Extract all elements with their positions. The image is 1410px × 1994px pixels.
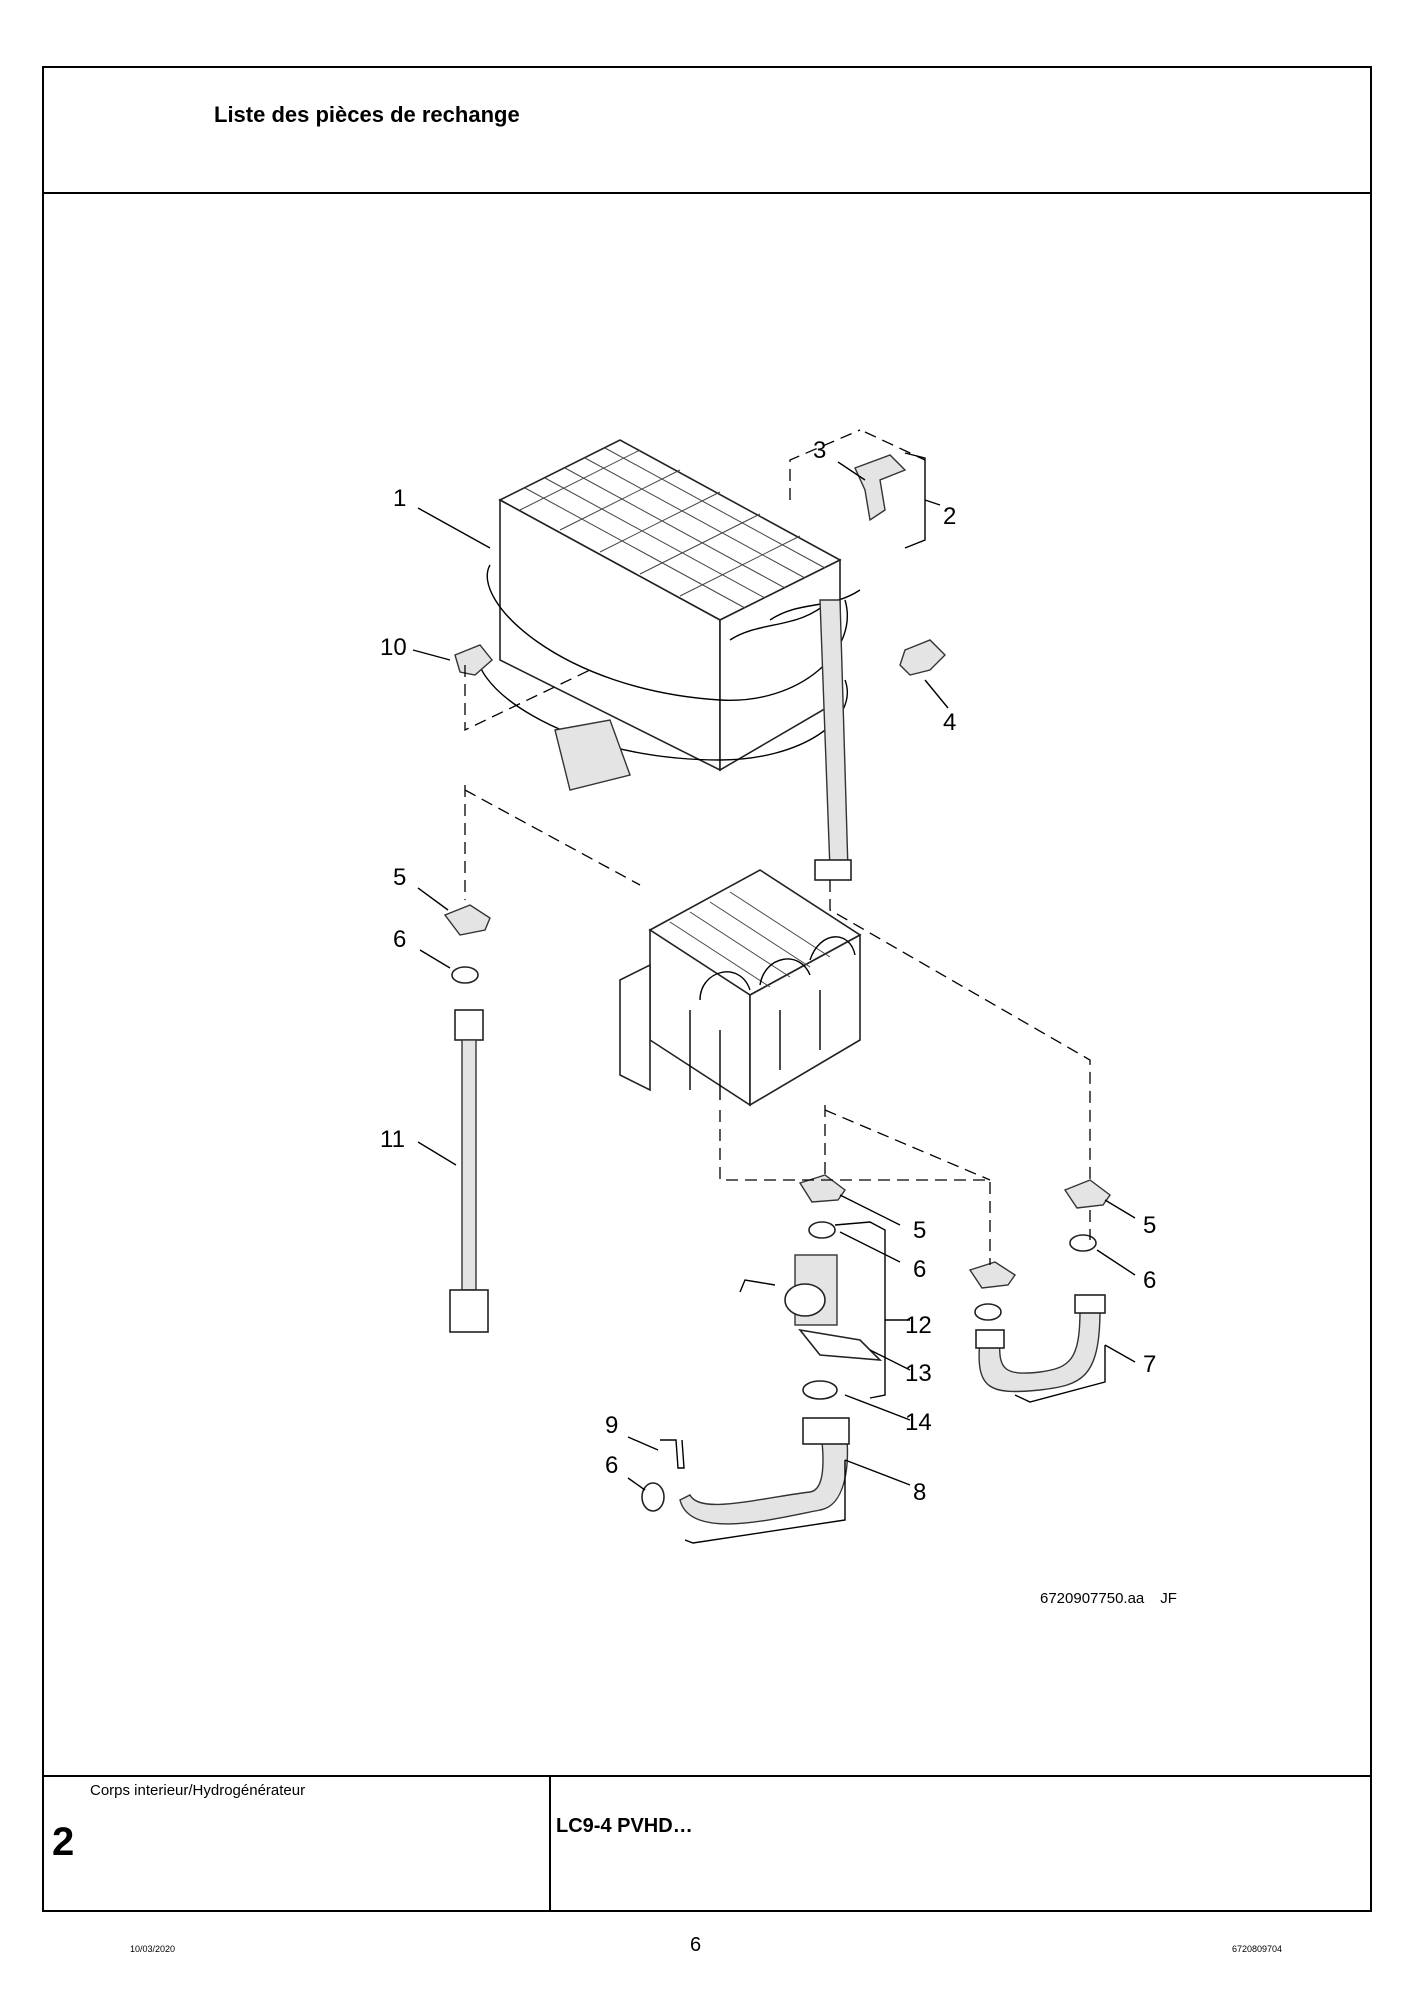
page-frame: Liste des pièces de rechange Corps inter… [42,66,1372,1912]
drawing-reference: 6720907750.aa JF [1040,1590,1177,1607]
temperature-limiter [854,454,907,522]
callout-6-left: 6 [393,926,406,953]
sensor-part-10 [454,644,493,676]
callout-13: 13 [905,1360,932,1387]
o-ring-center [808,1221,836,1239]
footer-doc-code: 6720809704 [1232,1944,1283,1954]
retaining-clip-part-9 [660,1439,685,1469]
callout-3: 3 [813,437,826,464]
callout-12: 12 [905,1312,932,1339]
callout-10: 10 [380,634,407,661]
clip-part-5-middle [968,1261,1016,1289]
clip-part-5-center [798,1174,846,1203]
footer-column-divider [549,1775,551,1911]
callout-labels: 1 2 3 4 5 5 5 6 6 6 6 7 8 9 10 11 12 13 … [380,437,1156,1506]
hydrogenerator-valve [739,1254,883,1361]
callout-7: 7 [1143,1351,1156,1378]
callout-6-right: 6 [1143,1267,1156,1294]
callout-9: 9 [605,1412,618,1439]
callout-6-center: 6 [913,1256,926,1283]
o-ring-middle [974,1303,1002,1321]
pipe-part-8 [679,1417,850,1525]
callout-2: 2 [943,503,956,530]
page-number: 6 [690,1934,702,1956]
clip-part-5-right [1063,1179,1111,1209]
model-name: LC9-4 PVHD… [556,1815,693,1837]
heat-exchanger [476,439,861,881]
header-divider [44,192,1370,194]
callout-1: 1 [393,485,406,512]
o-ring-left [451,966,479,984]
page-title: Liste des pièces de rechange [214,102,520,127]
callout-4: 4 [943,709,956,736]
pipe-part-7 [975,1294,1106,1393]
clip-part-5-left [443,904,491,936]
o-ring-part-6-lower [641,1482,665,1512]
flexible-hose [449,1009,489,1333]
callout-6-lower: 6 [605,1452,618,1479]
drawing-initials: JF [1160,1590,1177,1607]
section-number: 2 [52,1820,75,1864]
leader-lines [412,452,1136,1544]
footer-divider [44,1775,1370,1777]
o-ring-right [1069,1234,1097,1252]
callout-5-left: 5 [393,864,406,891]
footer-date: 10/03/2020 [130,1944,176,1954]
o-ring-part-14 [802,1380,838,1400]
section-name: Corps interieur/Hydrogénérateur [90,1782,306,1799]
sensor-part-4 [899,639,946,676]
callout-5-center: 5 [913,1217,926,1244]
callout-11: 11 [380,1126,405,1153]
hydrogenerator-block [619,869,862,1107]
callout-14: 14 [905,1409,932,1436]
assembly-lines [464,429,1091,1265]
callout-5-right: 5 [1143,1212,1156,1239]
callout-8: 8 [913,1479,926,1506]
drawing-code: 6720907750.aa [1040,1590,1145,1607]
